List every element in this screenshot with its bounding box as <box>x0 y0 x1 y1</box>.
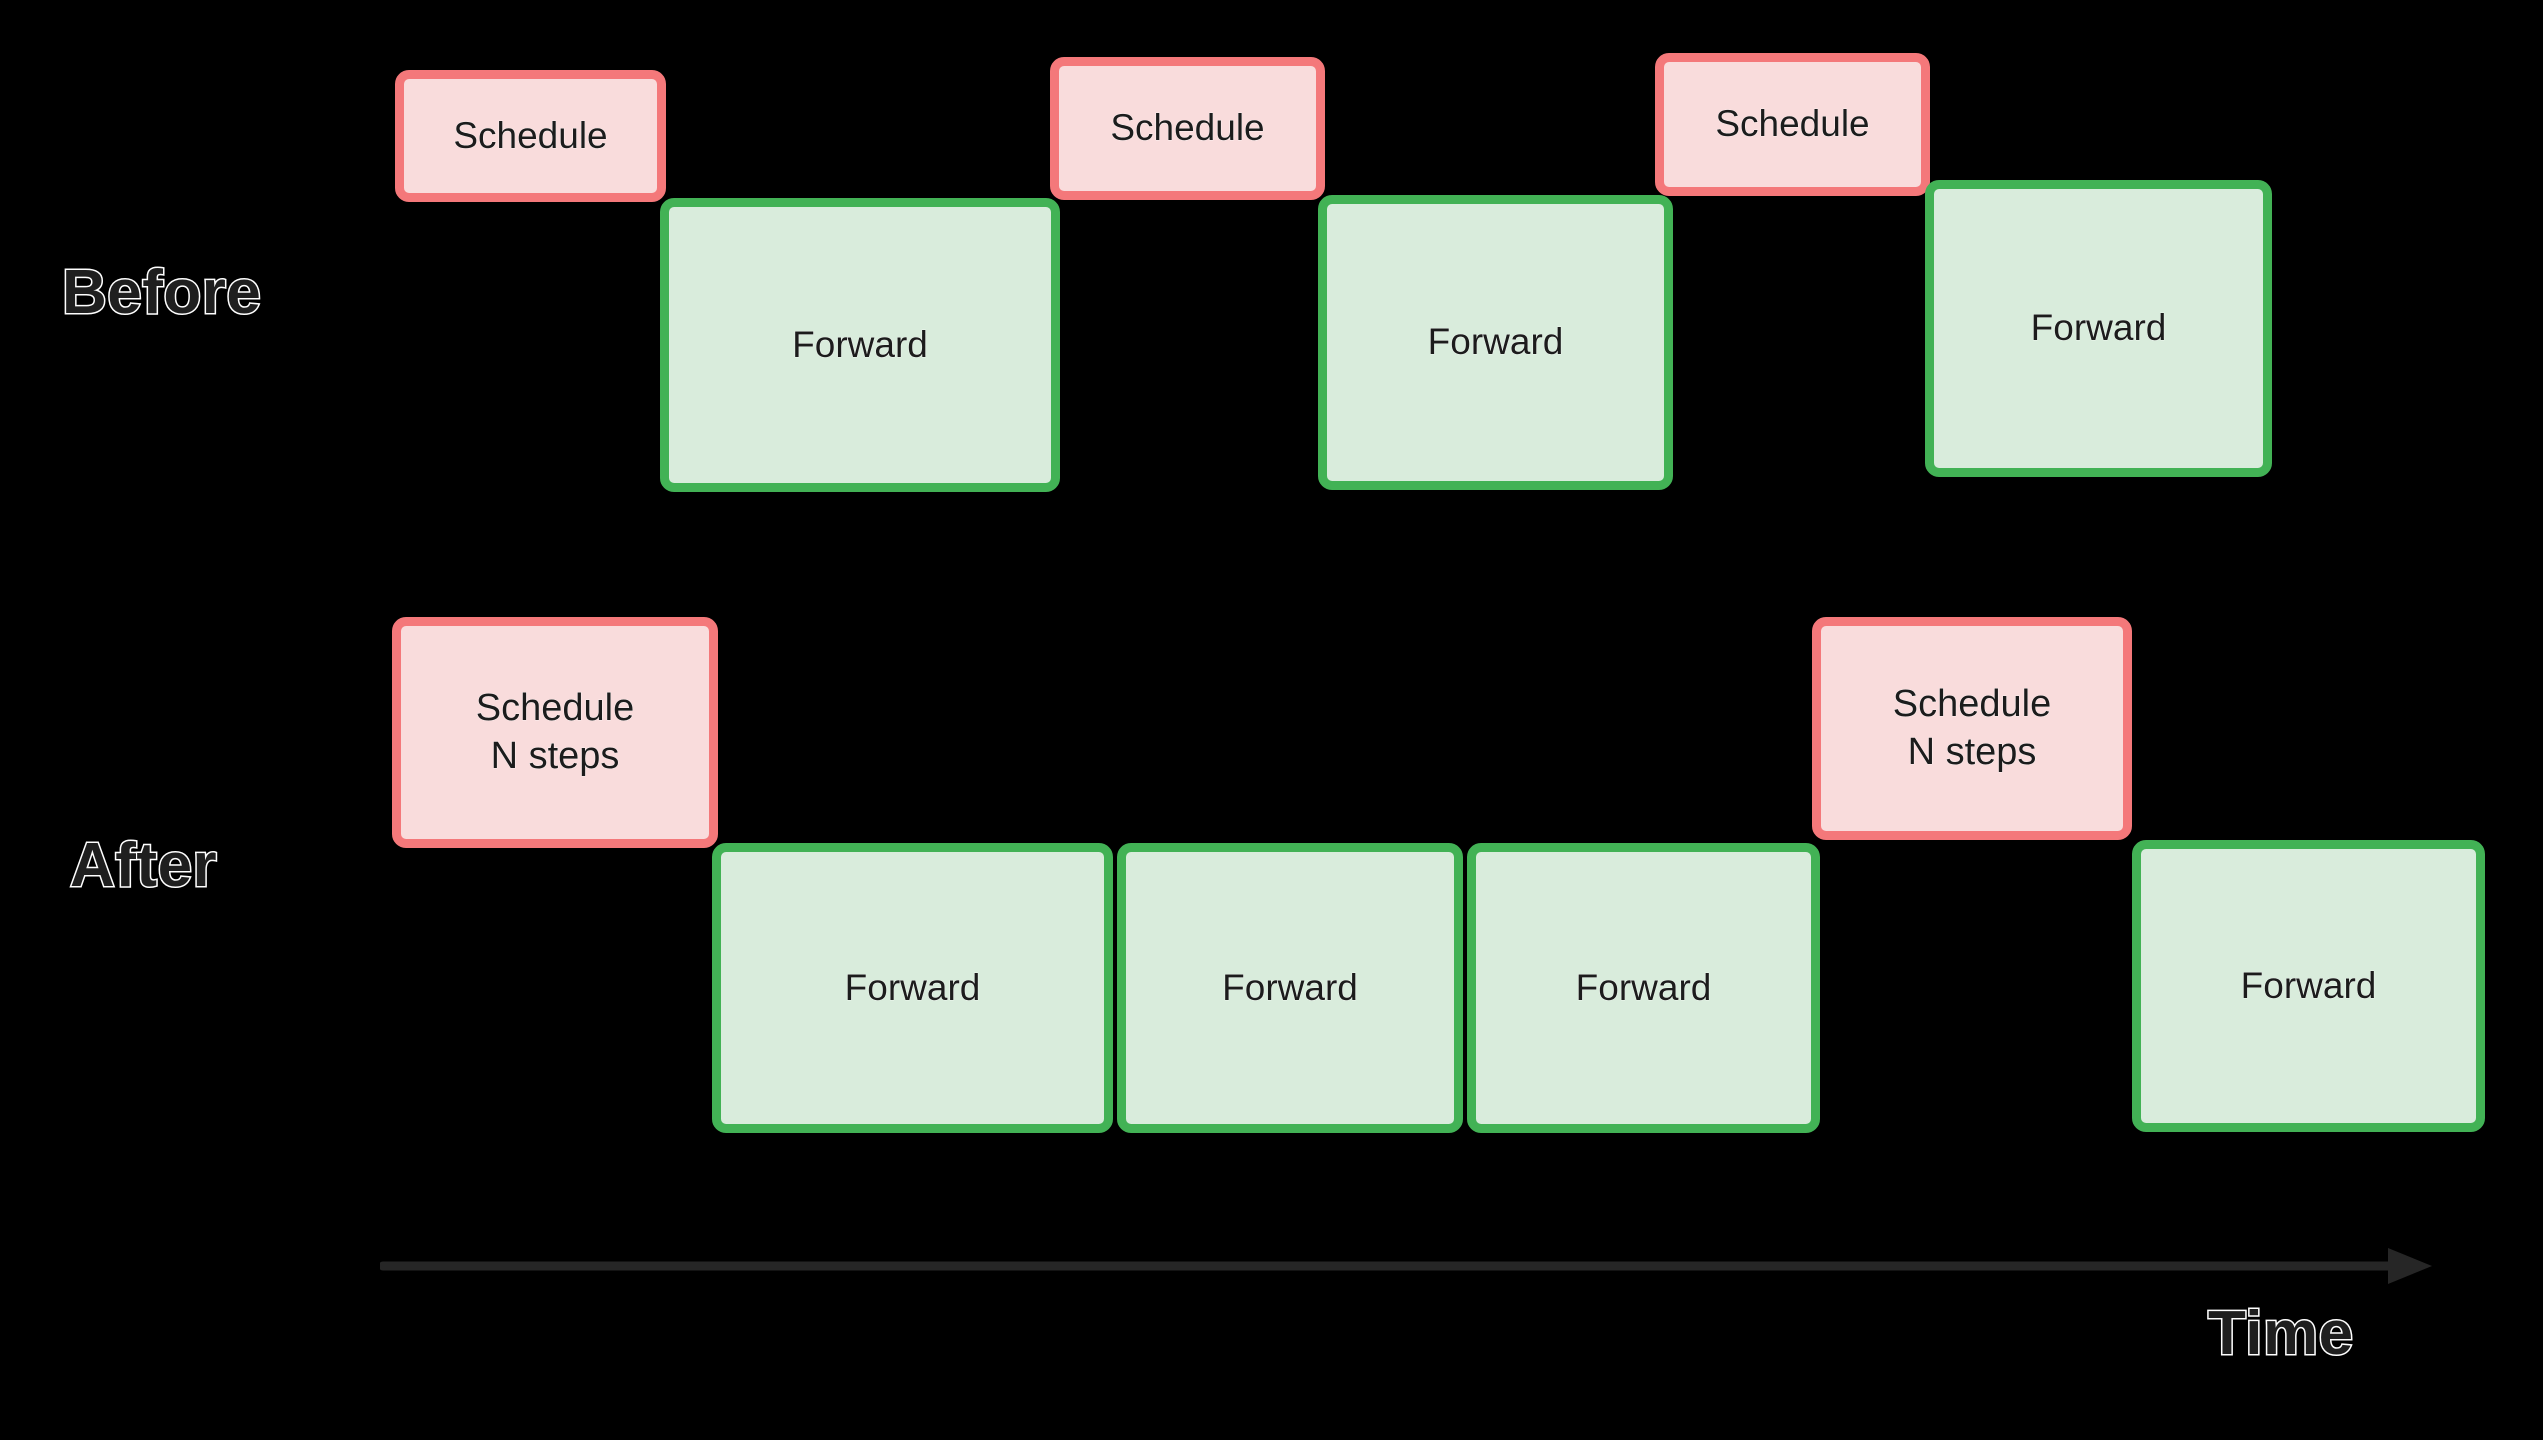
time-arrow-icon <box>380 1248 2432 1284</box>
after-forward-block-1: Forward <box>712 843 1113 1133</box>
row-label-before: Before <box>60 258 262 327</box>
after-forward-block-3: Forward <box>1467 843 1820 1133</box>
before-schedule-block-3: Schedule <box>1655 53 1930 196</box>
before-forward-block-1: Forward <box>660 198 1060 492</box>
before-schedule-block-1: Schedule <box>395 70 666 202</box>
before-forward-block-3: Forward <box>1925 180 2272 477</box>
after-schedule-block-2: Schedule N steps <box>1812 617 2132 840</box>
row-label-after: After <box>68 831 218 900</box>
time-axis-label: Time <box>2207 1299 2355 1368</box>
before-forward-block-2: Forward <box>1318 195 1673 490</box>
after-forward-block-4: Forward <box>2132 840 2485 1132</box>
after-forward-block-2: Forward <box>1117 843 1463 1133</box>
after-schedule-block-1: Schedule N steps <box>392 617 718 848</box>
time-axis-arrow <box>380 1238 2440 1294</box>
before-schedule-block-2: Schedule <box>1050 57 1325 200</box>
